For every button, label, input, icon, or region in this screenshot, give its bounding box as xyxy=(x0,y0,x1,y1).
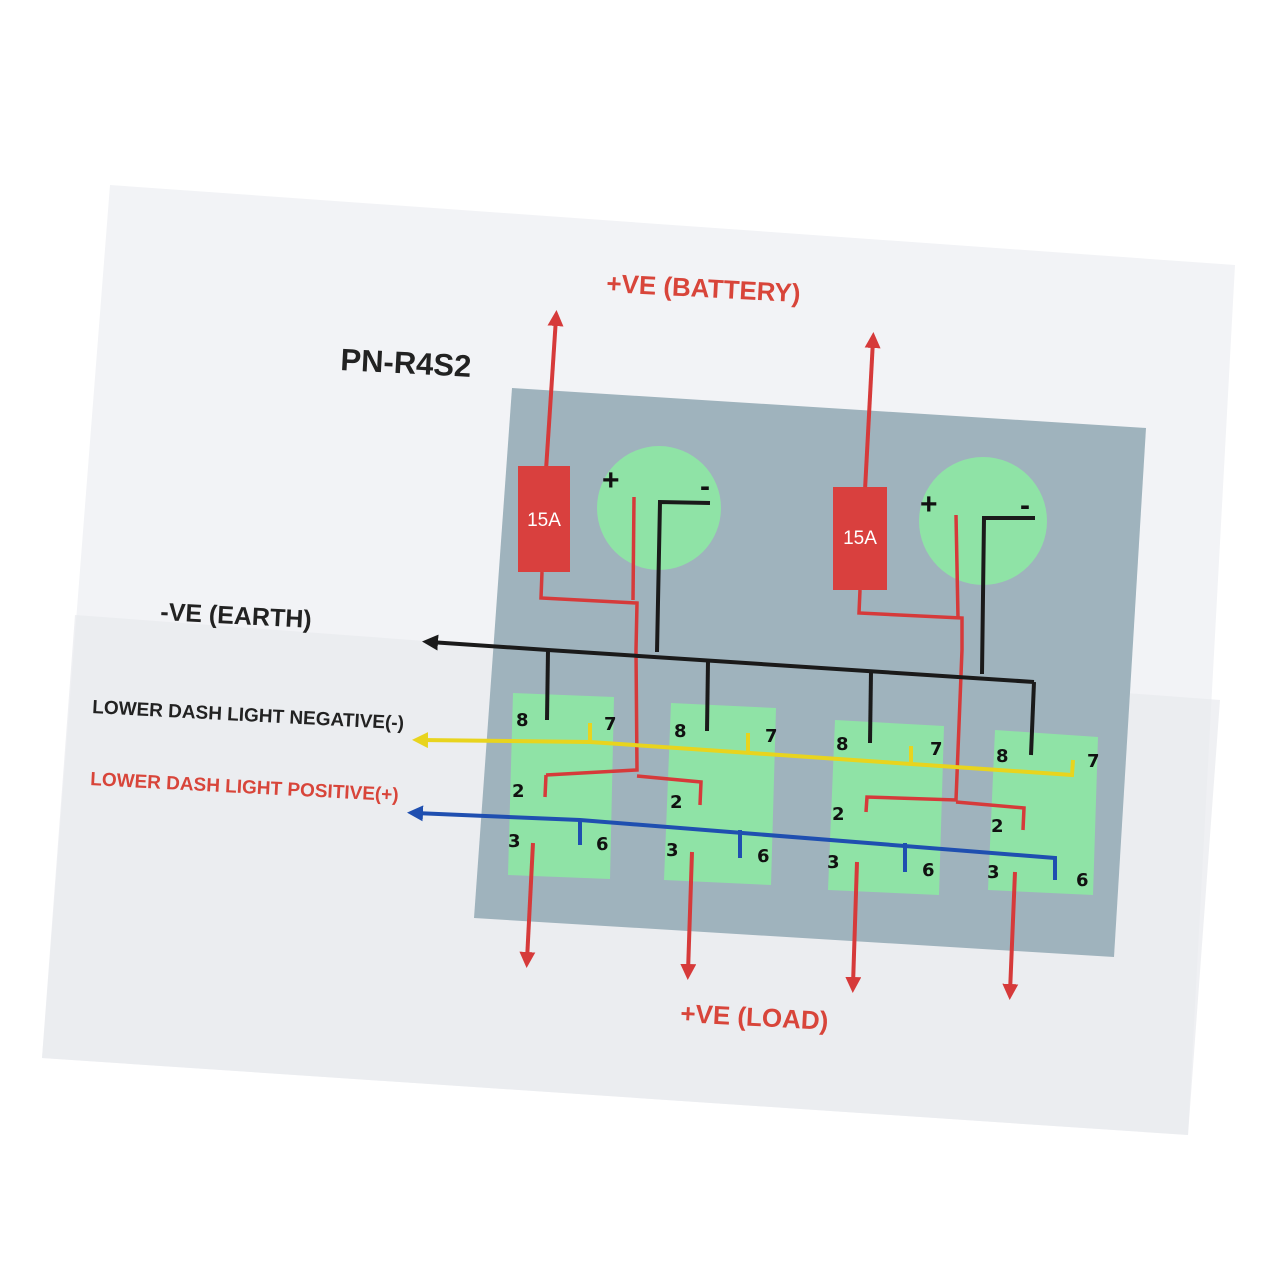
socket-minus-wire-2 xyxy=(980,516,1035,675)
earth-drop-1 xyxy=(545,649,550,721)
earth-drop-3 xyxy=(868,671,873,744)
socket-minus-2: - xyxy=(1020,489,1030,522)
sw2-pin-6: 6 xyxy=(757,846,770,867)
socket-plus-wire-2 xyxy=(954,514,960,619)
sw1-pin-6: 6 xyxy=(596,834,609,855)
sw4-pin-8: 8 xyxy=(996,746,1009,767)
socket-plus-wire-1 xyxy=(631,496,636,601)
power-wire-2 xyxy=(857,589,964,813)
load-wire-1 xyxy=(519,842,536,968)
sw4-pin-3: 3 xyxy=(987,862,1000,883)
part-number-label: PN-R4S2 xyxy=(340,342,473,384)
power-wire-1b xyxy=(636,774,703,806)
sw3-pin-6: 6 xyxy=(922,860,935,881)
socket-minus-1: - xyxy=(700,470,710,503)
sw3-pin-3: 3 xyxy=(827,852,840,873)
battery-wire-1 xyxy=(544,310,564,471)
sw2-pin-3: 3 xyxy=(666,840,679,861)
sw1-pin-2: 2 xyxy=(512,781,525,802)
earth-drop-2 xyxy=(705,660,710,732)
sw2-pin-2: 2 xyxy=(670,792,683,813)
earth-drop-4 xyxy=(1029,681,1036,756)
load-wire-2 xyxy=(680,851,697,980)
sw4-pin-7: 7 xyxy=(1087,751,1100,772)
sw1-pin-3: 3 xyxy=(508,831,521,852)
lower-dash-negative-bus xyxy=(412,732,1075,778)
socket-minus-wire-1 xyxy=(655,499,711,653)
sw3-pin-2: 2 xyxy=(832,804,845,825)
sw4-pin-6: 6 xyxy=(1076,870,1089,891)
power-wire-2b xyxy=(955,800,1026,831)
power-wire-1 xyxy=(539,571,639,777)
sw2-pin-8: 8 xyxy=(674,721,687,742)
battery-wire-2 xyxy=(863,332,881,491)
lower-dash-positive-bus xyxy=(407,805,1057,880)
sw3-pin-7: 7 xyxy=(930,739,943,760)
fuse-2 xyxy=(833,487,887,590)
load-wire-4 xyxy=(1002,871,1019,1000)
fuse-label-1: 15A xyxy=(527,510,561,531)
socket-plus-2: + xyxy=(920,488,938,521)
power-wire-1c xyxy=(543,774,548,798)
socket-plus-1: + xyxy=(602,464,620,497)
fuse-1 xyxy=(518,466,570,572)
sw2-pin-7: 7 xyxy=(765,726,778,747)
sw3-pin-8: 8 xyxy=(836,734,849,755)
sw1-pin-7: 7 xyxy=(604,714,617,735)
sw1-pin-8: 8 xyxy=(516,710,529,731)
sw4-pin-2: 2 xyxy=(991,816,1004,837)
fuse-label-2: 15A xyxy=(843,528,877,549)
load-wire-3 xyxy=(845,861,862,993)
